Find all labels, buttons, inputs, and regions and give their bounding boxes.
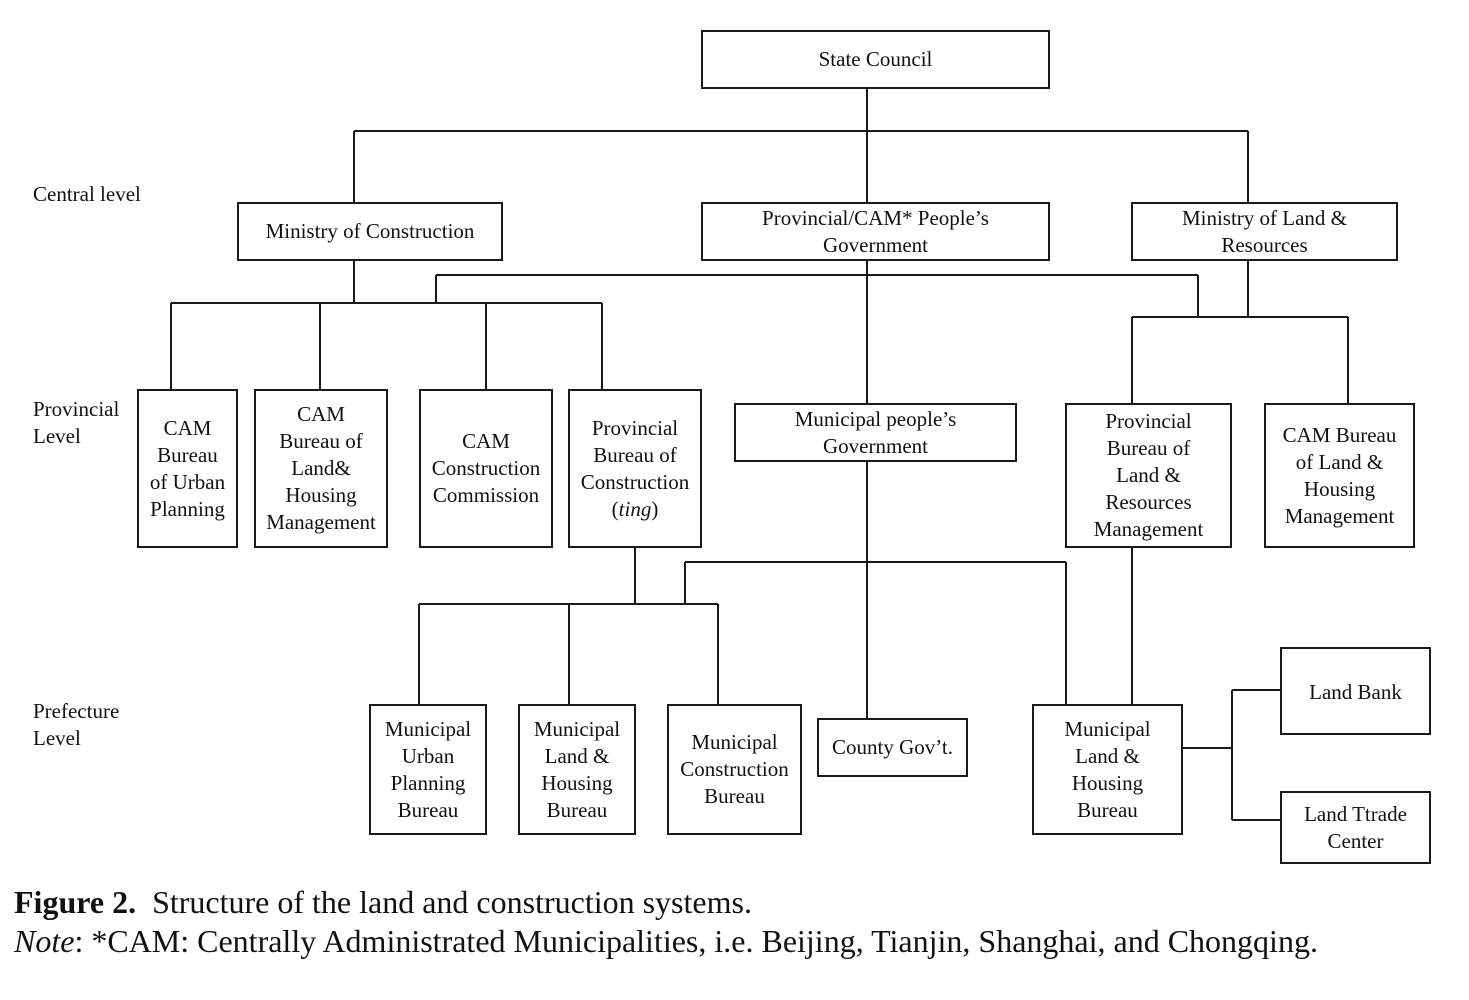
node-cam-bureau-urban-planning: CAM Bureau of Urban Planning xyxy=(137,389,238,548)
node-municipal-urban-planning-bureau: Municipal Urban Planning Bureau xyxy=(369,704,487,835)
node-municipal-government: Municipal people’s Government xyxy=(734,403,1017,462)
node-text-close: ) xyxy=(651,496,659,521)
node-county-government: County Gov’t. xyxy=(817,718,968,777)
node-municipal-land-housing-bureau: Municipal Land & Housing Bureau xyxy=(518,704,636,835)
org-chart: Central level Provincial Level Prefectur… xyxy=(33,30,1431,864)
node-ministry-of-construction: Ministry of Construction xyxy=(237,202,503,261)
node-cam-bureau-land-housing: CAM Bureau of Land& Housing Management xyxy=(254,389,388,548)
figure-note: Note: *CAM: Centrally Administrated Muni… xyxy=(14,922,1318,960)
connector-lines xyxy=(170,88,1349,821)
node-ministry-of-land-resources: Ministry of Land & Resources xyxy=(1131,202,1398,261)
level-label-provincial: Provincial Level xyxy=(33,397,120,448)
figure-title: Structure of the land and construction s… xyxy=(152,884,752,920)
node-cam-bureau-land-housing-mgmt: CAM Bureau of Land & Housing Management xyxy=(1264,403,1415,548)
figure-label: Figure 2. xyxy=(14,884,137,920)
node-land-trade-center: Land Ttrade Center xyxy=(1280,791,1431,864)
note-label: Note xyxy=(14,923,75,959)
node-cam-construction-commission: CAM Construction Commission xyxy=(419,389,553,548)
node-land-bank: Land Bank xyxy=(1280,647,1431,735)
node-provincial-cam-government: Provincial/CAM* People’s Government xyxy=(701,202,1050,261)
node-text-italic: ting xyxy=(618,496,652,521)
level-label-central: Central level xyxy=(33,182,141,206)
level-label-prefecture: Prefecture Level xyxy=(33,699,120,750)
node-municipal-construction-bureau: Municipal Construction Bureau xyxy=(667,704,802,835)
figure-caption: Figure 2. Structure of the land and cons… xyxy=(14,883,752,921)
node-text: Provincial Bureau of Construction ( xyxy=(580,415,690,521)
node-provincial-bureau-land-resources: Provincial Bureau of Land & Resources Ma… xyxy=(1065,403,1232,548)
node-provincial-bureau-construction: Provincial Bureau of Construction (ting) xyxy=(568,389,702,548)
node-state-council: State Council xyxy=(701,30,1050,89)
node-municipal-land-housing-bureau-right: Municipal Land & Housing Bureau xyxy=(1032,704,1183,835)
note-text: : *CAM: Centrally Administrated Municipa… xyxy=(74,923,1318,959)
